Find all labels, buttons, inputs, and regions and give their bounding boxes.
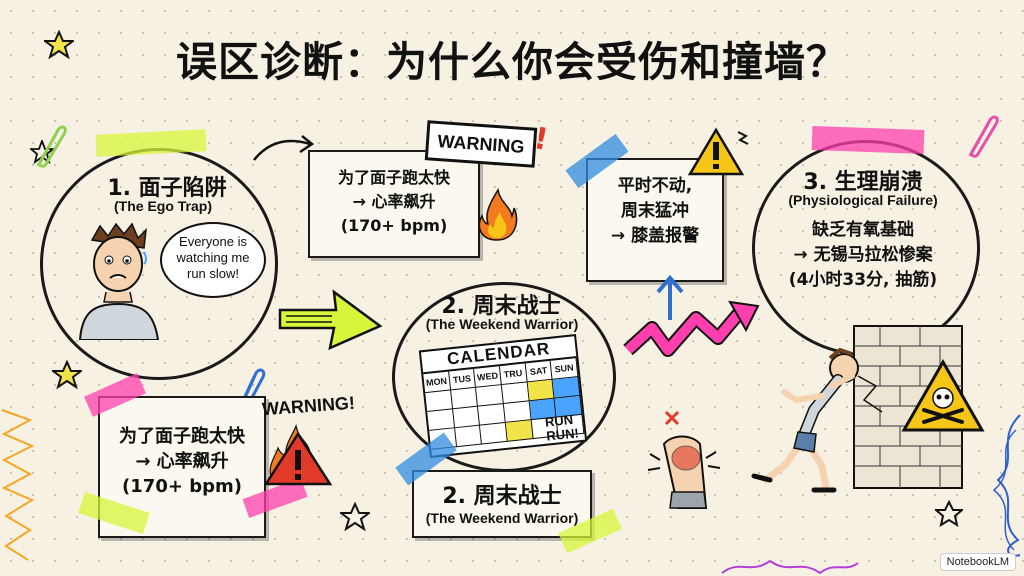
bubble-line: Everyone is xyxy=(179,234,247,249)
calendar-cell xyxy=(480,422,508,445)
section3-heading: 3. 生理崩溃 xyxy=(803,170,923,195)
calendar-cell xyxy=(505,420,534,442)
fire-icon xyxy=(478,187,518,241)
section3-line: 缺乏有氧基础 xyxy=(812,220,914,240)
warning-triangle-icon xyxy=(688,127,749,176)
note-line: 为了面子跑太快 xyxy=(119,426,245,447)
note-line: → 心率飙升 xyxy=(135,451,229,472)
arrow-icon xyxy=(253,135,315,161)
brand-watermark: NotebookLM xyxy=(939,553,1016,571)
run-text: RUN RUN! xyxy=(544,412,580,444)
section3-line: (4小时33分, 抽筋) xyxy=(788,270,938,290)
paperclip-icon xyxy=(968,115,999,158)
note-top: 为了面子跑太快 → 心率飙升 (170+ bpm) xyxy=(308,150,480,258)
label-heading: 2. 周末战士 xyxy=(442,484,562,509)
note-line: 为了面子跑太快 xyxy=(337,168,450,187)
run-line: RUN! xyxy=(545,425,580,444)
warning-label: WARNING xyxy=(424,120,538,168)
star-icon xyxy=(52,360,82,390)
arrow-icon xyxy=(623,300,760,357)
skull-icon xyxy=(901,358,985,432)
section3-body: 缺乏有氧基础 → 无锡马拉松惨案 (4小时33分, 抽筋) xyxy=(768,218,958,293)
runner-icon xyxy=(751,347,859,493)
page-title: 误区诊断：为什么你会受伤和撞墙？ xyxy=(176,38,848,86)
section2-subheading: (The Weekend Warrior) xyxy=(425,316,579,332)
paperclip-icon xyxy=(36,125,67,168)
star-icon xyxy=(340,502,370,532)
star-icon xyxy=(935,500,963,528)
note-line: (170+ bpm) xyxy=(340,216,448,235)
arrow-icon xyxy=(656,274,684,320)
scribble-right xyxy=(992,414,1021,557)
section1-subheading: (The Ego Trap) xyxy=(114,198,212,214)
note-line: (170+ bpm) xyxy=(122,476,242,497)
note-line: 周末猛冲 xyxy=(621,201,689,221)
worried-runner-icon xyxy=(78,222,160,340)
note-line: → 膝盖报警 xyxy=(610,226,700,246)
bubble-line: run slow! xyxy=(186,266,240,281)
note-line: → 心率飙升 xyxy=(352,192,436,211)
bubble-line: watching me xyxy=(176,250,250,265)
weekend-warrior-label: 2. 周末战士 (The Weekend Warrior) xyxy=(412,470,592,538)
scribble-bottom xyxy=(721,559,859,575)
calendar-cell xyxy=(454,425,483,448)
section1-heading: 1. 面子陷阱 xyxy=(107,176,227,201)
warning-triangle-icon xyxy=(263,423,333,486)
section3-subheading: (Physiological Failure) xyxy=(788,192,938,208)
star-icon xyxy=(44,30,74,60)
speech-bubble: Everyone is watching me run slow! xyxy=(160,222,266,298)
tape-pink xyxy=(811,126,925,154)
note-line: 平时不动, xyxy=(617,176,693,196)
label-subheading: (The Weekend Warrior) xyxy=(425,510,579,526)
section3-line: → 无锡马拉松惨案 xyxy=(793,245,933,265)
injured-knee-icon xyxy=(647,410,721,509)
section2-heading: 2. 周末战士 xyxy=(441,294,561,319)
scribble-left xyxy=(1,409,35,561)
note-weekend: 平时不动, 周末猛冲 → 膝盖报警 xyxy=(586,158,724,282)
arrow-icon xyxy=(278,289,383,351)
